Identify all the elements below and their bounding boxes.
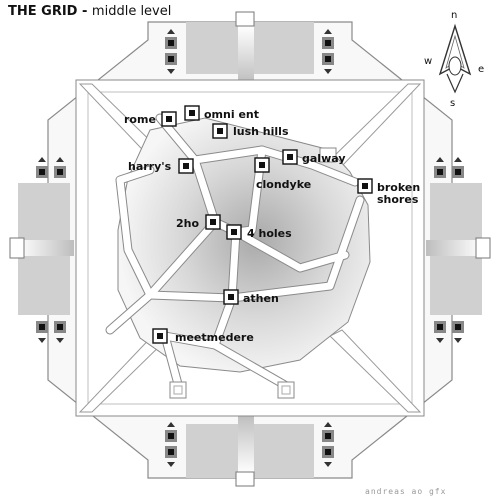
triangle-up-icon <box>56 157 64 162</box>
location-label-omni-ent: omni ent <box>204 108 259 121</box>
compass-west: w <box>424 56 432 67</box>
east-gate-cells-bottom <box>434 321 464 343</box>
location-label-meetmedere: meetmedere <box>175 331 254 344</box>
triangle-down-icon <box>324 69 332 74</box>
south-gate[interactable] <box>235 471 255 487</box>
compass-north: n <box>451 10 457 21</box>
location-athen[interactable]: athen <box>223 289 279 305</box>
location-label-lush-hills: lush hills <box>233 125 289 138</box>
east-gate-tunnel <box>426 240 482 256</box>
east-gate[interactable] <box>475 237 491 259</box>
location-lush-hills[interactable]: lush hills <box>212 123 289 139</box>
location-harrys[interactable]: harry's <box>128 158 194 174</box>
triangle-up-icon <box>324 29 332 34</box>
south-gate-tunnel <box>238 414 254 474</box>
west-gate-tunnel <box>18 240 74 256</box>
north-gate-cells-right <box>322 29 334 74</box>
compass-south: s <box>450 98 455 109</box>
triangle-down-icon <box>324 462 332 467</box>
south-platform-left <box>169 381 187 399</box>
location-meetmedere[interactable]: meetmedere <box>152 328 254 344</box>
location-omni-ent[interactable]: omni ent <box>184 105 259 121</box>
south-gate-cells-right <box>322 422 334 467</box>
triangle-up-icon <box>38 157 46 162</box>
south-platform-right <box>277 381 295 399</box>
east-gate-cells-top <box>434 157 464 178</box>
compass-east: e <box>478 64 484 75</box>
triangle-up-icon <box>167 422 175 427</box>
triangle-down-icon <box>167 69 175 74</box>
compass: n e s w <box>424 10 484 109</box>
triangle-up-icon <box>436 157 444 162</box>
central-terrain <box>117 117 371 373</box>
gate-markers <box>36 29 464 467</box>
triangle-up-icon <box>454 157 462 162</box>
triangle-down-icon <box>38 338 46 343</box>
west-gate-cells-bottom <box>36 321 66 343</box>
west-gate[interactable] <box>9 237 25 259</box>
triangle-down-icon <box>454 338 462 343</box>
location-clondyke[interactable]: clondyke <box>254 157 311 191</box>
triangle-down-icon <box>167 462 175 467</box>
map-title-sub: middle level <box>91 4 172 19</box>
north-gate-tunnel <box>238 26 254 84</box>
north-gate-cells-left <box>165 29 177 74</box>
location-label-4-holes: 4 holes <box>247 227 292 240</box>
location-broken-shores[interactable]: broken shores <box>357 178 420 206</box>
map-title: THE GRID - middle level <box>8 4 171 19</box>
location-label-athen: athen <box>243 292 279 305</box>
galway-platform <box>319 147 337 163</box>
triangle-down-icon <box>56 338 64 343</box>
location-label-broken-shores-line1: broken <box>377 181 420 194</box>
location-4-holes[interactable]: 4 holes <box>226 224 292 240</box>
location-galway[interactable]: galway <box>282 149 345 165</box>
location-label-harrys: harry's <box>128 160 172 173</box>
map-title-main: THE GRID <box>8 4 78 19</box>
south-gate-cells-left <box>165 422 177 467</box>
west-gate-cells-top <box>36 157 66 178</box>
location-label-rome: rome <box>124 113 156 126</box>
location-label-clondyke: clondyke <box>256 178 311 191</box>
triangle-up-icon <box>324 422 332 427</box>
location-label-broken-shores-line2: shores <box>377 193 419 206</box>
location-rome[interactable]: rome <box>124 111 177 127</box>
location-label-2ho: 2ho <box>176 217 199 230</box>
triangle-down-icon <box>436 338 444 343</box>
location-2ho[interactable]: 2ho <box>176 214 221 230</box>
triangle-up-icon <box>167 29 175 34</box>
credit-text: andreas ao gfx <box>365 487 446 496</box>
location-label-galway: galway <box>302 152 345 165</box>
map-title-separator: - <box>77 4 92 19</box>
north-gate[interactable] <box>235 11 255 27</box>
